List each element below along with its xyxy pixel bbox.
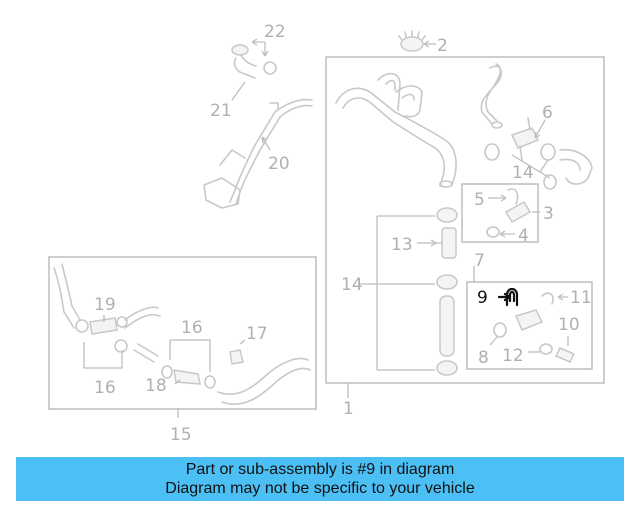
callout-7: 7: [474, 251, 485, 271]
small-hose-part-6-area[interactable]: [480, 63, 593, 190]
callout-16-right: 16: [181, 318, 203, 338]
callout-6: 6: [542, 103, 553, 123]
callout-19: 19: [94, 295, 116, 315]
callout-14-lower: 14: [341, 275, 363, 295]
callout-11: 11: [570, 288, 592, 308]
sub-assembly-7-parts[interactable]: [473, 266, 576, 363]
banner-line-2: Diagram may not be specific to your vehi…: [165, 480, 475, 497]
callout-10: 10: [558, 315, 580, 335]
callout-21: 21: [210, 101, 232, 121]
main-assembly-box: [325, 56, 605, 384]
hose-assembly-15-parts[interactable]: [53, 263, 349, 418]
sub-assembly-7-box: [466, 281, 593, 370]
callout-3: 3: [543, 204, 554, 224]
callout-9: 9: [477, 288, 488, 308]
callout-4: 4: [518, 226, 529, 246]
callout-15: 15: [170, 425, 192, 445]
callout-18: 18: [145, 376, 167, 396]
highlighted-part-9[interactable]: [497, 287, 519, 307]
callout-20: 20: [268, 154, 290, 174]
connector-column[interactable]: [360, 207, 458, 376]
upper-hose-assembly[interactable]: [335, 72, 457, 188]
callout-12: 12: [502, 346, 524, 366]
callout-1: 1: [343, 399, 354, 419]
pipe-assembly-20-22[interactable]: [203, 38, 313, 209]
parts-diagram: 1 2 3 4 5 6 7 8 9 10 11 12 13 14 14 15 1…: [48, 22, 605, 445]
sub-assembly-3-box: [461, 183, 539, 243]
callout-5: 5: [474, 190, 485, 210]
callout-22: 22: [264, 22, 286, 42]
sub-assembly-3-parts[interactable]: [486, 188, 540, 238]
callout-16-left: 16: [94, 378, 116, 398]
callout-13: 13: [391, 235, 413, 255]
banner-line-1: Part or sub-assembly is #9 in diagram: [185, 461, 455, 478]
cap-part-2[interactable]: [398, 30, 436, 52]
callout-17: 17: [246, 324, 268, 344]
callout-14-upper: 14: [512, 163, 534, 183]
callout-8: 8: [478, 348, 489, 368]
hose-assembly-15-box: [48, 256, 317, 410]
info-banner: Part or sub-assembly is #9 in diagram Di…: [16, 457, 624, 501]
callout-2: 2: [437, 36, 448, 56]
